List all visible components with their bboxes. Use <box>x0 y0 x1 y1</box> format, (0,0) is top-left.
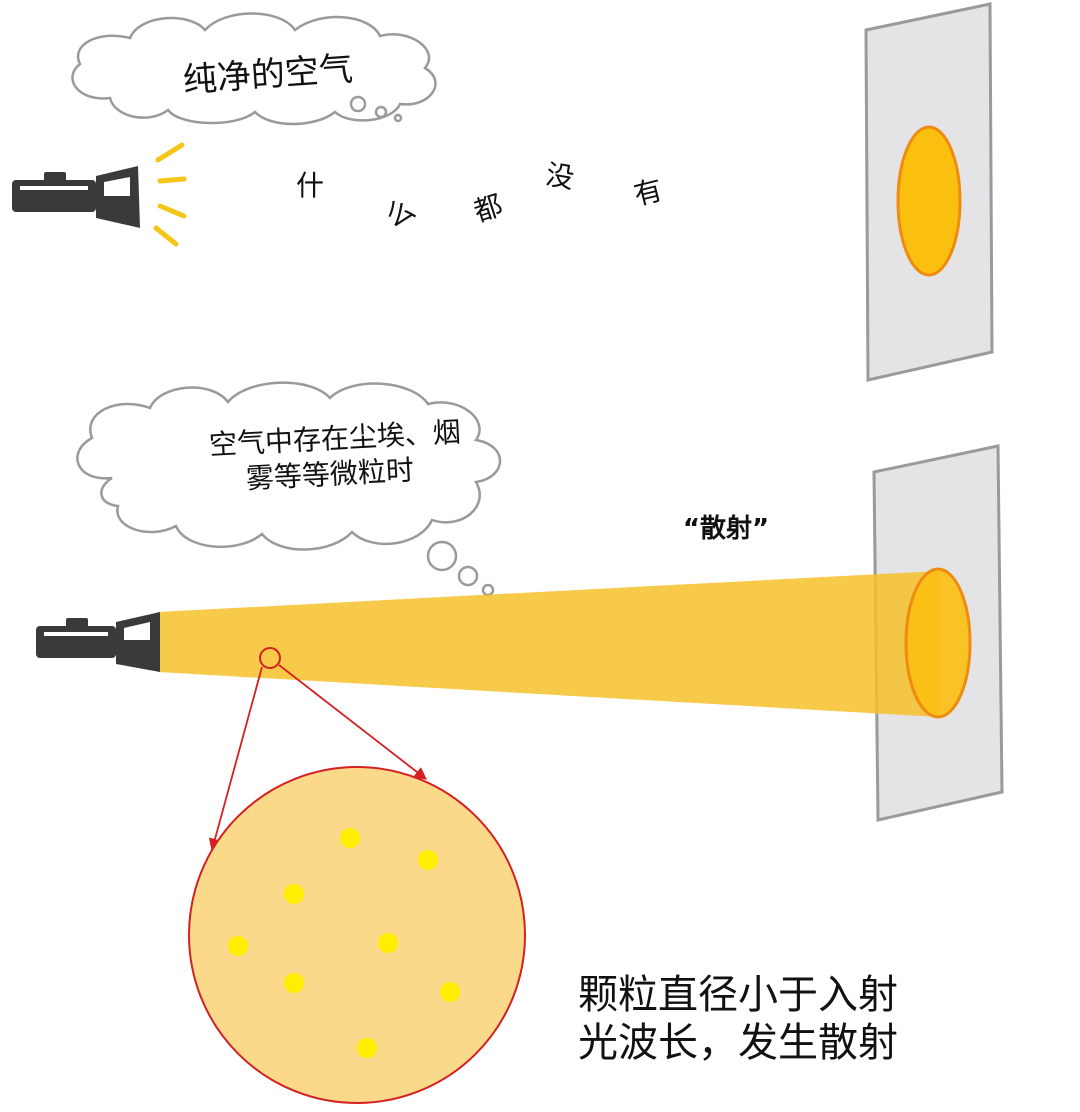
particle-marker <box>259 647 281 669</box>
top-thought-cloud-icon <box>71 12 437 126</box>
particle <box>284 973 304 993</box>
floating-char-5: 有 <box>631 173 666 212</box>
floating-char-1: 什 <box>296 169 324 202</box>
bottom-flashlight-icon <box>36 612 160 672</box>
bottom-thought-cloud-icon <box>76 381 502 597</box>
particle <box>357 1038 377 1058</box>
floating-char-4: 没 <box>543 158 576 195</box>
particle <box>440 982 460 1002</box>
light-rays-icon <box>153 142 187 247</box>
particles <box>228 828 460 1058</box>
particle <box>284 884 304 904</box>
top-light-spot <box>896 125 962 277</box>
floating-char-2: 么 <box>380 191 420 233</box>
floating-char-3: 都 <box>470 188 507 228</box>
particle <box>340 828 360 848</box>
zoom-arrow-left <box>208 666 263 852</box>
zoom-arrow-right <box>278 664 427 780</box>
bottom-light-spot <box>904 567 972 719</box>
particle <box>418 850 438 870</box>
light-beam <box>158 571 938 717</box>
caption-line1: 颗粒直径小于入射 <box>578 972 898 1018</box>
bottom-scene: 空气中存在尘埃、烟 雾等等微粒时 “散射” <box>36 381 1004 1104</box>
caption-line2: 光波长，发生散射 <box>578 1020 898 1066</box>
particle <box>228 936 248 956</box>
beam-label: “散射” <box>683 514 769 544</box>
particle <box>378 933 398 953</box>
top-flashlight-icon <box>12 166 140 228</box>
magnifier-icon <box>188 766 526 1104</box>
top-scene: 纯净的空气 什 么 都 没 有 <box>12 2 994 382</box>
